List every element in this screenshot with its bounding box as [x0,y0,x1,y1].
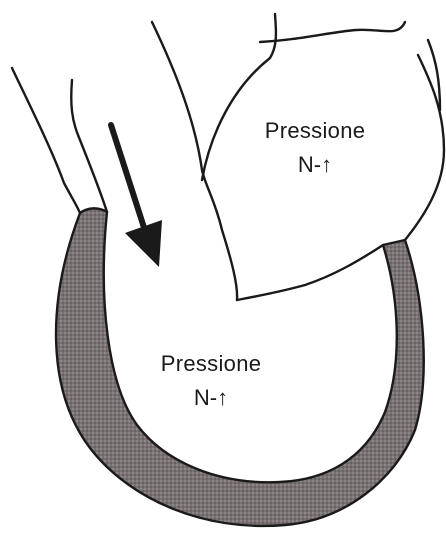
aorta-outline [12,68,80,213]
atrium-pressure-value: N-↑ [250,154,380,176]
atrium-upper-outline [260,22,405,42]
aortic-valve-outline [71,80,107,212]
atrium-lower-outline [237,245,383,300]
arrow-down-right-icon [111,125,162,267]
ventricle-pressure-word: Pressione [136,353,286,375]
ventricle-pressure-value: N-↑ [136,387,286,409]
ventricle-pressure-label: Pressione N-↑ [136,353,286,409]
pulmonary-vein-outline [428,40,440,110]
septum-outline [152,22,237,300]
atrium-pressure-word: Pressione [250,120,380,142]
atrium-pressure-label: Pressione N-↑ [250,120,380,176]
